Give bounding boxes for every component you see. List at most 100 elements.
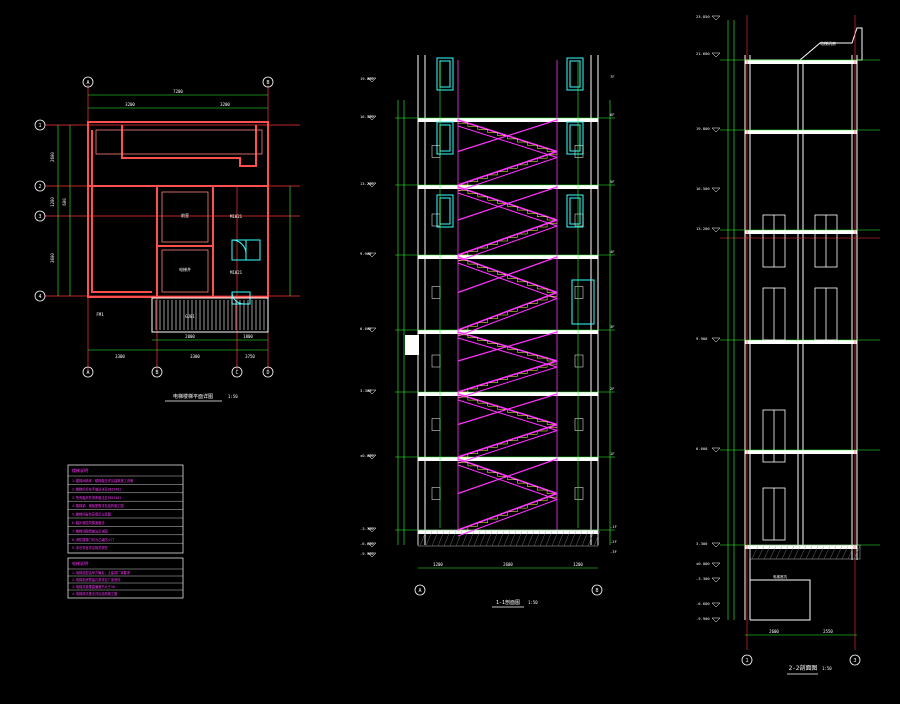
- section2-axis-bubble-left: [741, 654, 753, 666]
- section1-level-label: 9.900: [360, 251, 372, 256]
- section1-hatch-line: [461, 530, 469, 547]
- section1-hatch-line: [437, 530, 445, 547]
- section1-level-label: -9.900: [360, 551, 374, 556]
- plan-axis-left-1: 1: [38, 123, 41, 129]
- section1-hatch-line: [467, 530, 475, 547]
- section2-dim-2: 2550: [823, 629, 833, 634]
- section1-landing-mark: [574, 487, 584, 500]
- section1-hatch-pattern: [419, 530, 601, 547]
- section2-level-label: 9.900: [696, 336, 708, 341]
- section1-window: [436, 57, 454, 91]
- section1-title: 1-1剖面图: [496, 599, 520, 606]
- section2-floor-slab: [745, 60, 857, 64]
- section2-floor-slabs: [720, 59, 880, 549]
- plan-dim-bottom2-2: 1800: [243, 334, 253, 339]
- section2-floor-slab: [745, 230, 857, 234]
- section1-cross-stringer: [457, 492, 558, 531]
- section1-step-profile: [457, 361, 558, 396]
- section2-level-marker: [711, 227, 721, 233]
- section1-hatch-line: [587, 530, 595, 547]
- section1-cross-stringer: [457, 186, 558, 221]
- section2-hatch-line: [793, 545, 801, 560]
- section2-elevator-doors: [762, 214, 838, 541]
- section2-hatch-line: [751, 545, 759, 560]
- section1-hatch-line: [545, 530, 553, 547]
- section2-hatch-line: [757, 545, 765, 560]
- plan-axis-top-right: B: [266, 80, 269, 86]
- section2-hatch-line: [787, 545, 795, 560]
- section1-step-profile: [457, 292, 558, 334]
- section1-level-marker: [367, 389, 377, 395]
- section1-stringer: [457, 298, 558, 337]
- plan-dim-top-1: 3200: [125, 102, 135, 107]
- plan-view: A B 1 2 3 4 A B C D 7200 3200 3200 3300 …: [34, 76, 300, 402]
- section1-hatch-line: [581, 530, 589, 547]
- section2-axis-right: 3: [853, 658, 856, 664]
- plan-title: 电梯楼梯平面详图: [173, 393, 213, 400]
- notes-line: 9.未尽事宜详见相关规范: [72, 545, 109, 550]
- notes-line: 4.楼梯梁、梯板配筋详见结构施工图: [72, 503, 124, 508]
- section1-hatch-line: [491, 530, 499, 547]
- notes-line: 4.电梯底坑做法详见结构施工图: [72, 591, 117, 596]
- section2-level-marker: [711, 127, 721, 133]
- plan-dim-top-2: 3200: [220, 102, 230, 107]
- plan-dim-left-2: 1200: [50, 197, 55, 207]
- plan-dim-left-4: 3600: [50, 253, 55, 263]
- section1-floor-label: 7F: [610, 74, 615, 79]
- plan-wall-inner: [95, 129, 263, 293]
- section1-floor-label: -2F: [610, 539, 618, 544]
- plan-dim-left-1: 2600: [50, 152, 55, 162]
- section1-hatch-line: [419, 530, 427, 547]
- section2-level-label: 3.300: [696, 541, 708, 546]
- plan-mark-2: M1021: [230, 270, 243, 275]
- section1-floor-label: 3F: [610, 324, 615, 329]
- section1-axis-right: B: [595, 588, 598, 594]
- section1-axis-left: A: [418, 588, 421, 594]
- section2-level-label: -9.900: [696, 616, 710, 621]
- section1-step-profile: [457, 187, 558, 224]
- section2-hatch-line: [835, 545, 843, 560]
- section1-landing-mark: [574, 145, 584, 158]
- section1-hatch-line: [473, 530, 481, 547]
- section2-dim-lines: [727, 20, 857, 636]
- section1-landing-mark: [431, 487, 441, 500]
- section1-step-profile: [457, 424, 558, 461]
- section1-level-marker: [367, 527, 377, 533]
- section1-floor-slab: [418, 457, 598, 461]
- section1-dim-2: 2600: [503, 562, 513, 567]
- section1-floor-label: -3F: [610, 549, 618, 554]
- section2-scale: 1:50: [822, 666, 832, 671]
- section2-hatch-line: [847, 545, 855, 560]
- notes-line: 1.电梯选型由甲方确定，土建按厂家要求: [72, 570, 131, 575]
- section1-hatch-line: [521, 530, 529, 547]
- section2-hatch-line: [769, 545, 777, 560]
- section1-landing-mark: [431, 145, 441, 158]
- section2-level-marker: [711, 562, 721, 568]
- section1-hatch-line: [527, 530, 535, 547]
- plan-axis-left-2: 2: [38, 184, 41, 190]
- section1-level-label: 3.300: [360, 388, 372, 393]
- section1-hatch-line: [449, 530, 457, 547]
- section1-cross-stringer: [457, 219, 558, 256]
- section1-step-profile: [457, 151, 558, 189]
- section-2-2: 23.85021.60019.80016.50013.2009.9006.600…: [696, 14, 880, 675]
- section2-title: 2-2剖面图: [789, 664, 818, 672]
- notes-line: 2.楼梯栏杆扶手做法详见98ZJ401: [72, 486, 121, 491]
- section1-level-marker: [367, 542, 377, 548]
- section2-hatch-line: [805, 545, 813, 560]
- section1-scale: 1:50: [528, 600, 538, 605]
- section1-hatch-line: [509, 530, 517, 547]
- section1-step-profile: [457, 459, 558, 497]
- plan-mark-4: GJ01: [185, 314, 195, 319]
- section2-hatch-line: [841, 545, 849, 560]
- section1-ground-hatch: [417, 529, 599, 547]
- section1-cross-stringer: [457, 256, 558, 294]
- section1-window: [566, 194, 584, 228]
- plan-mark-3: FM1: [96, 312, 104, 317]
- section1-hatch-line: [425, 530, 433, 547]
- section1-dim-1: 1200: [433, 562, 443, 567]
- section1-step-profile: [457, 120, 558, 155]
- section1-axis-bubble-left: [414, 584, 426, 596]
- section1-level-label: 16.500: [360, 114, 374, 119]
